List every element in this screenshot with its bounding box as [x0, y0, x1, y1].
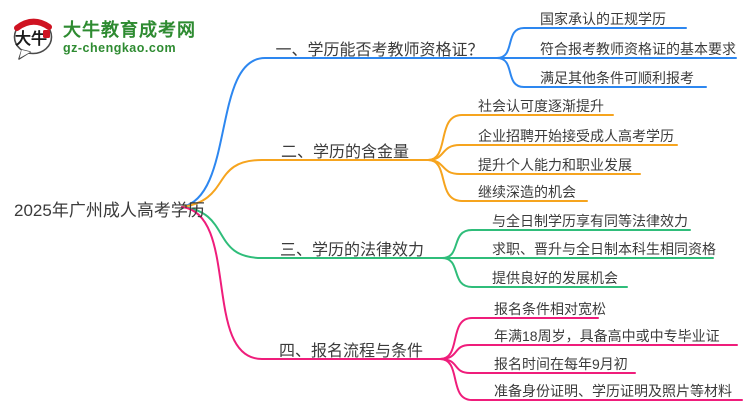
branch1-child2: 符合报考教师资格证的基本要求 [540, 41, 736, 57]
branch3-main-connector [181, 206, 443, 259]
branch2-child2: 企业招聘开始接受成人高考学历 [478, 128, 674, 144]
branch2-main-connector [181, 159, 429, 208]
logo-glyphs: 大牛 [15, 29, 47, 48]
brand-domain: gz-chengkao.com [63, 40, 177, 55]
branch1-child3-connector [496, 57, 707, 88]
branch4-child4-connector [439, 358, 743, 401]
branch4-label: 四、报名流程与条件 [278, 343, 423, 360]
root-topic: 2025年广州成人高考学历 [14, 201, 205, 220]
branch1-child3: 满足其他条件可顺利报考 [540, 70, 694, 86]
brand-name: 大牛教育成考网 [63, 19, 196, 40]
branch2-child1: 社会认可度逐渐提升 [478, 98, 604, 114]
branch1-label: 一、学历能否考教师资格证？ [275, 42, 484, 59]
branch3-child3: 提供良好的发展机会 [492, 270, 618, 286]
bull-speech-bubble-logo-icon: 大牛 [13, 18, 53, 60]
branch2-child4-connector [427, 159, 588, 202]
branch3-child3-connector [441, 257, 628, 288]
branch1-child1-connector [496, 27, 687, 59]
branch3-label: 三、学历的法律效力 [279, 242, 424, 259]
branch1-main-connector [181, 57, 498, 208]
branch4-main-connector [181, 206, 441, 360]
branch2-label: 二、学历的含金量 [280, 144, 409, 161]
branch3-child2: 求职、晋升与全日制本科生相同资格 [492, 241, 716, 257]
branch2-child3: 提升个人能力和职业发展 [478, 157, 632, 173]
branch2-child4: 继续深造的机会 [478, 184, 576, 200]
site-logo: 大牛 大牛教育成考网 gz-chengkao.com [12, 14, 196, 62]
branch4-child4: 准备身份证明、学历证明及照片等材料 [494, 383, 732, 399]
branch1-child1: 国家承认的正规学历 [540, 11, 666, 27]
branch3-child1: 与全日制学历享有同等法律效力 [492, 213, 688, 229]
branch4-child1: 报名条件相对宽松 [494, 301, 606, 317]
branch4-child1-connector [439, 317, 599, 360]
branch4-child2: 年满18周岁，具备高中或中专毕业证 [494, 328, 720, 344]
branch4-child3: 报名时间在每年9月初 [494, 356, 628, 372]
